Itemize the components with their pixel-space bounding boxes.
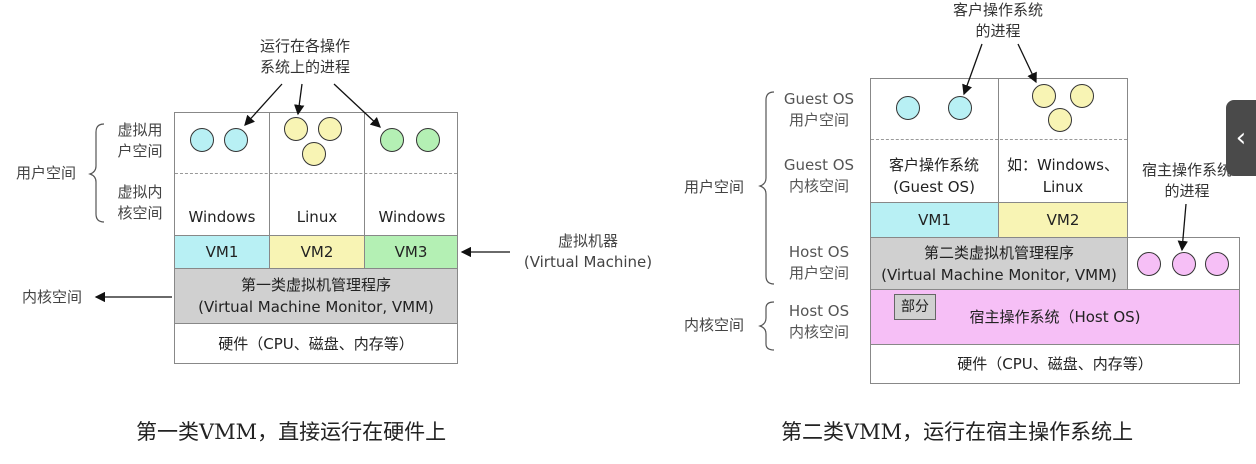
side-collapse-tab[interactable]: ‹ (1226, 100, 1256, 176)
process-circle (318, 117, 342, 141)
right-dashed-separator (871, 139, 1127, 140)
chevron-left-icon: ‹ (1235, 123, 1247, 153)
vm1-box: VM1 (174, 235, 270, 269)
left-divider-2 (364, 112, 365, 236)
process-circle (1070, 84, 1094, 108)
right-hardware-box: 硬件（CPU、磁盘、内存等） (870, 344, 1240, 384)
type2-vmm-box: 第二类虚拟机管理程序 (Virtual Machine Monitor, VMM… (870, 237, 1128, 290)
left-user-space-label: 用户空间 (15, 164, 76, 182)
arrow (1017, 43, 1037, 84)
os-name-3: Windows (378, 208, 446, 226)
vm2-box: VM2 (269, 235, 365, 269)
right-caption: 第二类VMM，运行在宿主操作系统上 (781, 420, 1134, 444)
right-kernel-space-label: 内核空间 (683, 316, 744, 334)
arrow (333, 83, 381, 128)
process-circle (896, 96, 920, 120)
guest-user-space-label: Guest OS 用户空间 (783, 90, 855, 129)
left-hardware-box: 硬件（CPU、磁盘、内存等） (174, 323, 458, 364)
process-circle (1137, 252, 1161, 276)
brace (92, 166, 98, 182)
virtual-kernel-space-label: 虚拟内 核空间 (117, 183, 163, 222)
process-circle (948, 96, 972, 120)
right-user-space-label: 用户空间 (683, 178, 744, 196)
host-process-label: 宿主操作系统 的进程 (1141, 161, 1232, 200)
left-process-label: 运行在各操作 系统上的进程 (259, 37, 350, 76)
process-circle (1032, 84, 1056, 108)
left-dashed-separator (175, 173, 457, 174)
host-kernel-space-label: Host OS 内核空间 (788, 302, 850, 341)
left-divider-1 (269, 112, 270, 236)
process-circle (190, 128, 214, 152)
guest-kernel-space-label: Guest OS 内核空间 (783, 156, 855, 195)
process-circle (1048, 108, 1072, 132)
brace (758, 91, 775, 285)
process-circle (380, 128, 404, 152)
process-circle (1172, 252, 1196, 276)
arrow (1177, 203, 1188, 252)
host-user-space-label: Host OS 用户空间 (788, 243, 850, 282)
partial-box: 部分 (894, 294, 936, 320)
process-circle (302, 142, 326, 166)
os-name-1: Windows (188, 208, 256, 226)
guest-process-label: 客户操作系统 的进程 (952, 1, 1043, 40)
left-kernel-space-label: 内核空间 (21, 288, 82, 306)
left-caption: 第一类VMM，直接运行在硬件上 (136, 420, 447, 444)
guest-os-text: 客户操作系统 (Guest OS) (888, 156, 979, 196)
process-circle (224, 128, 248, 152)
arrow (244, 83, 283, 126)
process-circle (1205, 252, 1229, 276)
guest-os-example-text: 如：Windows、 Linux (1007, 156, 1119, 196)
os-name-2: Linux (296, 208, 338, 226)
virtual-machine-label: 虚拟机器 (Virtual Machine) (523, 232, 653, 271)
right-divider (998, 78, 999, 238)
brace (758, 301, 775, 351)
arrow (962, 43, 983, 96)
virtual-user-space-label: 虚拟用 户空间 (117, 121, 163, 160)
brace (88, 123, 105, 223)
right-vm1-box: VM1 (870, 202, 999, 238)
process-circle (284, 117, 308, 141)
arrow (294, 83, 305, 116)
type1-vmm-box: 第一类虚拟机管理程序 (Virtual Machine Monitor, VMM… (174, 268, 458, 324)
process-circle (416, 128, 440, 152)
